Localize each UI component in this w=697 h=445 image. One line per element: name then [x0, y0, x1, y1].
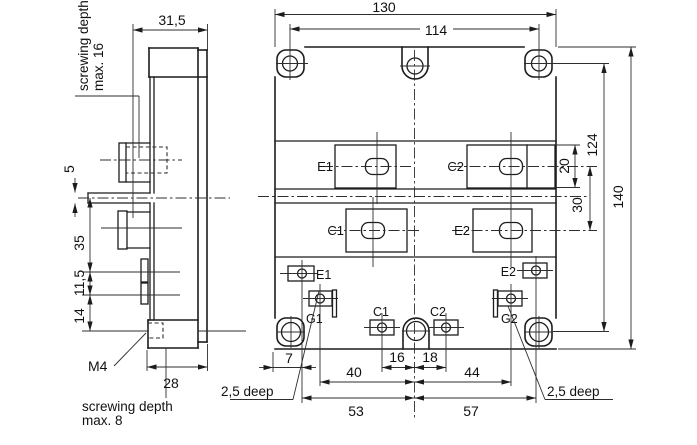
aux-terminal-c1: C1 — [364, 305, 400, 341]
dim-label-35: 35 — [71, 235, 87, 251]
aux-label-g2: G2 — [501, 312, 518, 326]
note-top-line1: screwing depth — [76, 0, 91, 91]
dim-label-31-5: 31,5 — [158, 12, 185, 28]
dim-40-44: 40 44 — [319, 364, 512, 385]
side-center-tab — [78, 192, 230, 204]
main-terminal-c1: C1 — [327, 197, 420, 267]
aux-terminal-g2: G2 — [492, 284, 528, 326]
depth-note-left: 2,5 deep — [221, 290, 320, 400]
m4-callout: M4 — [88, 332, 147, 374]
main-terminal-e2: E2 — [452, 197, 597, 267]
depth-note-right: 2,5 deep — [507, 305, 613, 400]
main-terminal-label-c2: C2 — [447, 159, 464, 174]
dim-base-width: 28 — [146, 344, 208, 391]
main-terminal-e1: E1 — [317, 132, 412, 204]
gate-clip — [492, 289, 499, 318]
mounting-tab-top-center — [400, 46, 430, 80]
dim-front-width: 130 — [274, 0, 557, 47]
hidden-m4-hole — [147, 322, 164, 339]
main-terminal-label-c1: C1 — [327, 223, 344, 238]
side-top-block — [148, 47, 208, 78]
dim-label-44: 44 — [464, 364, 480, 380]
dim-label-16: 16 — [389, 349, 405, 365]
dim-53-57: 53 57 — [301, 395, 537, 419]
front-body-outline — [274, 46, 557, 350]
dim-label-7: 7 — [285, 350, 293, 366]
mounting-tab-bottom-center — [402, 317, 430, 350]
mounting-ear-top-right — [524, 49, 553, 80]
aux-terminal-e1: E1 — [280, 260, 331, 288]
front-band-lines — [274, 140, 557, 258]
dim-label-14: 14 — [71, 308, 87, 324]
dim-tab-thickness: 5 — [61, 165, 78, 217]
depth-note-right-label: 2,5 deep — [547, 384, 600, 399]
dim-16-18: 16 18 — [381, 349, 447, 371]
m4-label: M4 — [88, 358, 108, 374]
note-screwing-depth-bottom: screwing depth max. 8 — [82, 348, 173, 428]
dim-row-spacing: 30 — [569, 166, 593, 231]
aux-label-e1: E1 — [316, 268, 331, 282]
dim-label-124: 124 — [584, 133, 600, 157]
dim-label-53: 53 — [348, 403, 364, 419]
gate-clip — [331, 289, 338, 318]
dim-label-40: 40 — [346, 364, 362, 380]
aux-terminal-e2: E2 — [501, 256, 553, 284]
aux-label-c2: C2 — [430, 305, 446, 319]
dim-label-114: 114 — [425, 22, 448, 38]
dim-label-11-5: 11,5 — [71, 270, 87, 296]
dim-label-5: 5 — [61, 165, 77, 173]
dim-front-height: 140 — [558, 46, 636, 350]
side-view: 31,5 5 35 11,5 14 28 M4 — [61, 0, 246, 428]
side-body — [149, 76, 155, 321]
aux-terminal-c2: C2 — [428, 305, 464, 341]
dim-hole-span: 114 — [289, 22, 540, 52]
mounting-ear-bottom-left — [276, 316, 305, 348]
dim-label-18: 18 — [422, 349, 438, 365]
mounting-ear-top-left — [276, 49, 308, 80]
dim-label-30: 30 — [569, 197, 585, 213]
dim-label-130: 130 — [372, 0, 396, 15]
depth-note-left-label: 2,5 deep — [221, 384, 274, 399]
note-bottom-line1: screwing depth — [82, 399, 173, 414]
dim-label-28: 28 — [163, 375, 179, 391]
side-bottom-block — [147, 319, 199, 349]
dim-hole-height: 124 — [545, 63, 609, 332]
front-view: E1 C2 C1 E2 — [221, 0, 636, 419]
dim-terminal-height: 20 — [555, 144, 580, 188]
aux-terminal-g1: G1 — [303, 284, 338, 326]
dim-side-chain: 35 11,5 14 — [71, 197, 180, 332]
aux-label-c1: C1 — [373, 305, 389, 319]
note-top-line2: max. 16 — [91, 43, 106, 91]
main-terminal-c2: C2 — [447, 132, 597, 204]
dim-side-width: 31,5 — [132, 12, 208, 218]
note-screwing-depth-top: screwing depth max. 16 — [75, 0, 140, 158]
main-terminal-label-e2: E2 — [454, 223, 470, 238]
bottom-extension-lines — [272, 284, 537, 403]
side-upper-terminal — [100, 142, 182, 183]
note-bottom-line2: max. 8 — [82, 413, 123, 428]
side-aux-clips — [140, 258, 149, 305]
dim-label-57: 57 — [463, 403, 479, 419]
side-lower-terminal — [101, 210, 182, 250]
dim-label-20: 20 — [556, 158, 572, 174]
dim-7: 7 — [259, 350, 316, 371]
main-terminal-label-e1: E1 — [317, 159, 333, 174]
aux-label-e2: E2 — [501, 265, 516, 279]
mounting-ear-bottom-right — [524, 316, 553, 348]
dim-label-140: 140 — [610, 185, 626, 209]
aux-label-g1: G1 — [306, 312, 323, 326]
